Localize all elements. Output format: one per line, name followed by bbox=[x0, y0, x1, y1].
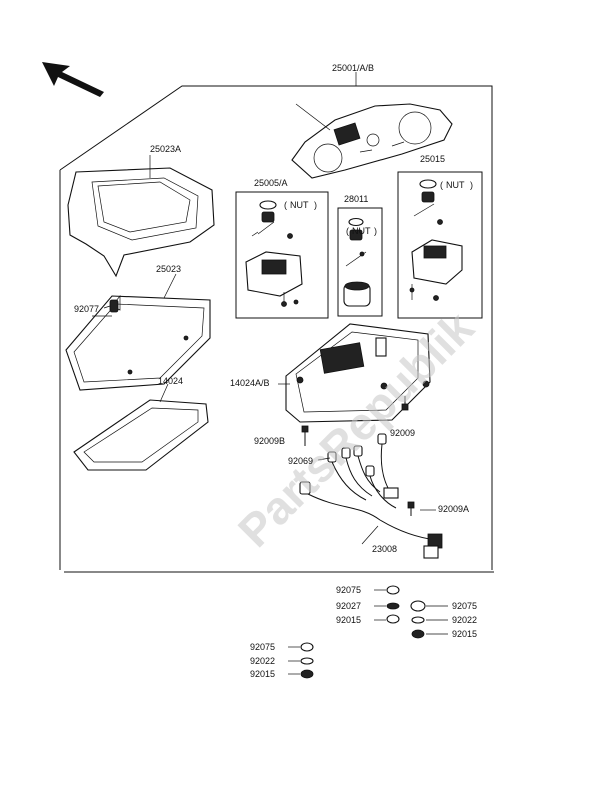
callout-92075-b: 92075 bbox=[452, 601, 477, 611]
gauge-box bbox=[397, 171, 483, 319]
rubber-parts-group-2 bbox=[410, 600, 426, 639]
leader-lines bbox=[103, 305, 448, 675]
svg-text:): ) bbox=[314, 200, 317, 210]
callout-92022-a: 92022 bbox=[452, 615, 477, 625]
callout-nut-tachometer: NUT bbox=[352, 226, 371, 236]
rubber-parts-group-3 bbox=[300, 642, 314, 679]
meter-top-cover bbox=[67, 155, 215, 278]
callout-92069: 92069 bbox=[288, 456, 313, 466]
callout-nut-gauge: NUT bbox=[446, 180, 465, 190]
svg-text:(: ( bbox=[346, 226, 349, 236]
svg-text:(: ( bbox=[440, 180, 443, 190]
meter-case bbox=[285, 323, 431, 423]
svg-text:): ) bbox=[374, 226, 377, 236]
wire-harness bbox=[299, 433, 443, 559]
callout-14024ab: 14024A/B bbox=[230, 378, 270, 388]
callout-92022-b: 92022 bbox=[250, 656, 275, 666]
callout-92009b: 92009B bbox=[254, 436, 285, 446]
callout-28011: 28011 bbox=[344, 194, 368, 204]
screw-92009 bbox=[401, 396, 409, 411]
callout-25001: 25001/A/B bbox=[332, 63, 374, 73]
callout-92077: 92077 bbox=[74, 304, 99, 314]
callout-92009: 92009 bbox=[390, 428, 415, 438]
callout-25015: 25015 bbox=[420, 154, 445, 164]
callout-92009a: 92009A bbox=[438, 504, 469, 514]
tachometer-box bbox=[337, 207, 383, 317]
callout-14024: 14024 bbox=[158, 376, 183, 386]
callout-25005: 25005/A bbox=[254, 178, 288, 188]
meter-gasket bbox=[73, 383, 209, 471]
callout-92015-b: 92015 bbox=[452, 629, 477, 639]
callout-25023a: 25023A bbox=[150, 144, 181, 154]
grommet-92077 bbox=[109, 299, 119, 313]
speedometer-box bbox=[235, 191, 329, 319]
callout-92015-c: 92015 bbox=[250, 669, 275, 679]
nut-brackets: () () () bbox=[284, 180, 473, 236]
dial-face-plate bbox=[291, 103, 453, 179]
callout-92027: 92027 bbox=[336, 601, 361, 611]
callout-92075-a: 92075 bbox=[336, 585, 361, 595]
callout-92015-a: 92015 bbox=[336, 615, 361, 625]
assembly-frame bbox=[59, 85, 493, 570]
screw-92009b bbox=[301, 425, 309, 446]
screw-92009a bbox=[407, 501, 415, 516]
svg-text:): ) bbox=[470, 180, 473, 190]
callout-25023: 25023 bbox=[156, 264, 181, 274]
callout-nut-speedometer: NUT bbox=[290, 200, 309, 210]
callout-23008: 23008 bbox=[372, 544, 397, 554]
svg-text:(: ( bbox=[284, 200, 287, 210]
callout-92075-c: 92075 bbox=[250, 642, 275, 652]
meter-lens-cover bbox=[65, 273, 211, 391]
rubber-parts-group-1 bbox=[386, 585, 400, 624]
direction-arrow-icon bbox=[42, 62, 104, 97]
